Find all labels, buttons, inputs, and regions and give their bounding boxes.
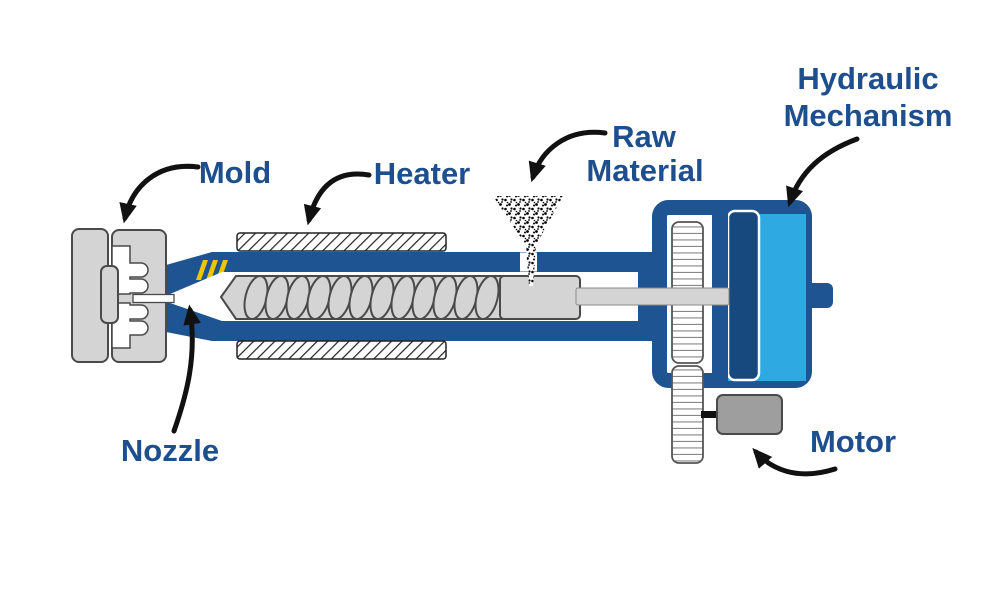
hydraulic-label-line2: Mechanism — [784, 98, 953, 133]
raw-material-arrow-icon — [528, 129, 608, 183]
motor-arrow-icon — [752, 447, 838, 477]
heater-arrow-icon — [303, 171, 372, 226]
material-stream — [526, 247, 536, 286]
raw-material-label-line2: Material — [586, 153, 703, 188]
mold-label: Mold — [199, 155, 271, 190]
hydraulic-arrow-icon — [786, 136, 860, 208]
nozzle-label: Nozzle — [121, 433, 219, 468]
motor-label: Motor — [810, 424, 896, 459]
sprue-channel — [132, 293, 175, 304]
hopper-funnel — [493, 196, 563, 247]
screw-block — [499, 275, 581, 320]
hydraulic-piston — [726, 209, 761, 382]
motor-body — [716, 394, 783, 435]
motor-shaft — [701, 411, 720, 418]
nozzle-arrow-icon — [171, 304, 201, 434]
gear-rack-lower — [671, 365, 704, 464]
hydraulic-label-line1: Hydraulic — [797, 61, 938, 96]
screw-flights — [243, 275, 500, 320]
mold-arrow-icon — [119, 163, 201, 224]
heater-band-top — [236, 232, 447, 252]
screw-shaft — [575, 287, 730, 306]
heater-label: Heater — [374, 156, 471, 191]
mold-cavity-upper — [111, 245, 149, 295]
mold-cavity-lower — [111, 302, 149, 349]
mold-core-tab — [100, 265, 119, 324]
raw-material-label-line1: Raw — [612, 119, 677, 154]
heater-band-bottom — [236, 340, 447, 360]
